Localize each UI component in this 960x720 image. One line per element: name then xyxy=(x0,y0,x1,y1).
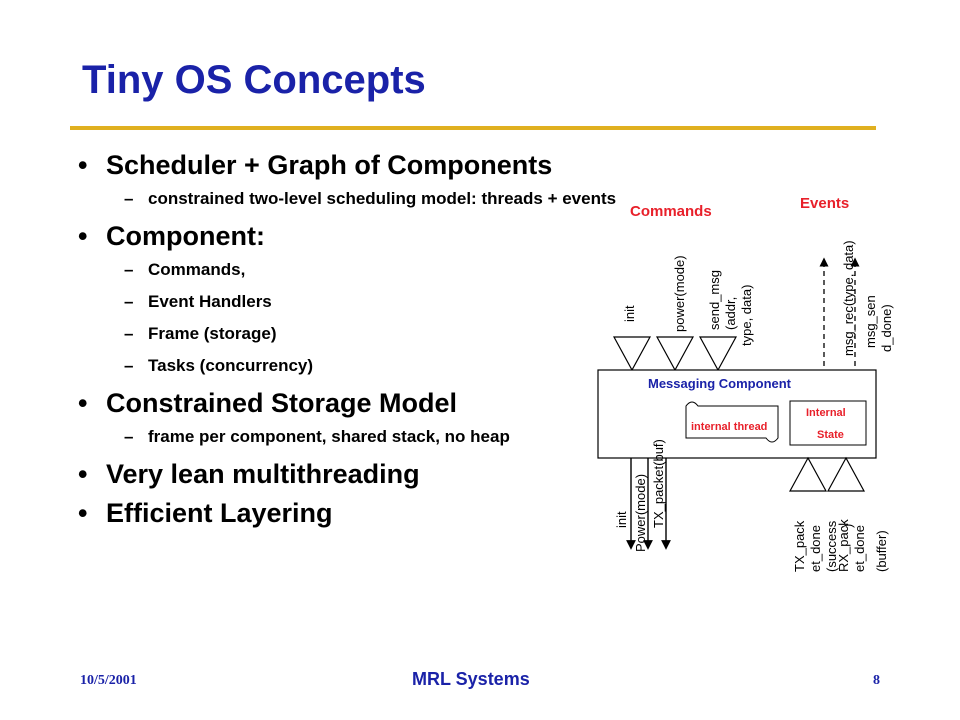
cmd-send-msg-label-1: send_msg xyxy=(707,270,722,330)
tx-done-label-2: et_done xyxy=(808,525,823,572)
sub-bullet: –Commands, xyxy=(124,260,246,279)
internal-state-label-2: State xyxy=(817,429,844,441)
sub-bullet: –Frame (storage) xyxy=(124,324,277,343)
commands-label: Commands xyxy=(630,203,712,220)
tx-done-label-4: ) xyxy=(840,524,855,528)
internal-thread-label: internal thread xyxy=(691,421,767,433)
component-name: Messaging Component xyxy=(648,376,792,391)
bottom-command-arrows xyxy=(626,458,671,550)
cmd-power-label: power(mode) xyxy=(672,255,687,332)
bottom-event-triangles xyxy=(788,456,866,492)
top-command-labels: init power(mode) send_msg (addr, type, d… xyxy=(622,255,754,346)
evt-msg-send-done-label-2: d_done) xyxy=(879,304,894,352)
bullet-list: Scheduler + Graph of Components –constra… xyxy=(78,150,638,537)
bullet-1: Scheduler + Graph of Components xyxy=(78,150,638,181)
bullet-2: Component: xyxy=(78,221,638,252)
rx-done-label-1: RX_pack xyxy=(836,519,851,572)
evt-msg-rec-label: msg_rec(type, data) xyxy=(841,240,856,356)
bottom-tx-packet-label: TX_packet(buf) xyxy=(651,439,666,528)
internal-state-label-1: Internal xyxy=(806,407,846,419)
slide-title: Tiny OS Concepts xyxy=(82,58,426,102)
tx-done-label-3: (success xyxy=(824,520,839,572)
internal-thread-shape xyxy=(685,401,779,443)
title-divider xyxy=(70,126,876,130)
bullet-4: Very lean multithreading xyxy=(78,459,638,490)
cmd-init-label: init xyxy=(622,305,637,322)
events-label: Events xyxy=(800,195,849,212)
internal-state-box xyxy=(789,400,867,446)
sub-bullet: –Event Handlers xyxy=(124,292,272,311)
bullet-5: Efficient Layering xyxy=(78,498,638,529)
footer-org: MRL Systems xyxy=(412,669,530,689)
bottom-power-label: Power(mode) xyxy=(633,474,648,552)
evt-msg-send-done-label-1: msg_sen xyxy=(863,295,878,348)
sub-bullet: –frame per component, shared stack, no h… xyxy=(124,427,510,446)
rx-done-label-2: et_done xyxy=(852,525,867,572)
footer-date: 10/5/2001 xyxy=(80,673,137,688)
top-event-labels: msg_rec(type, data) msg_sen d_done) xyxy=(841,240,894,356)
bottom-event-labels: TX_pack et_done (success ) RX_pack et_do… xyxy=(792,519,889,572)
bottom-init-label: init xyxy=(614,511,629,528)
cmd-send-msg-label-2: (addr, xyxy=(723,297,738,330)
rx-done-label-3: (buffer) xyxy=(874,530,889,572)
page-number: 8 xyxy=(873,673,880,688)
bullet-3: Constrained Storage Model xyxy=(78,388,638,419)
bottom-command-labels: init Power(mode) TX_packet(buf) xyxy=(614,439,666,552)
sub-bullet: –constrained two-level scheduling model:… xyxy=(124,189,617,208)
command-triangles xyxy=(612,336,738,372)
tx-done-label-1: TX_pack xyxy=(792,520,807,572)
cmd-send-msg-label-3: type, data) xyxy=(739,285,754,346)
sub-bullet: –Tasks (concurrency) xyxy=(124,356,314,375)
